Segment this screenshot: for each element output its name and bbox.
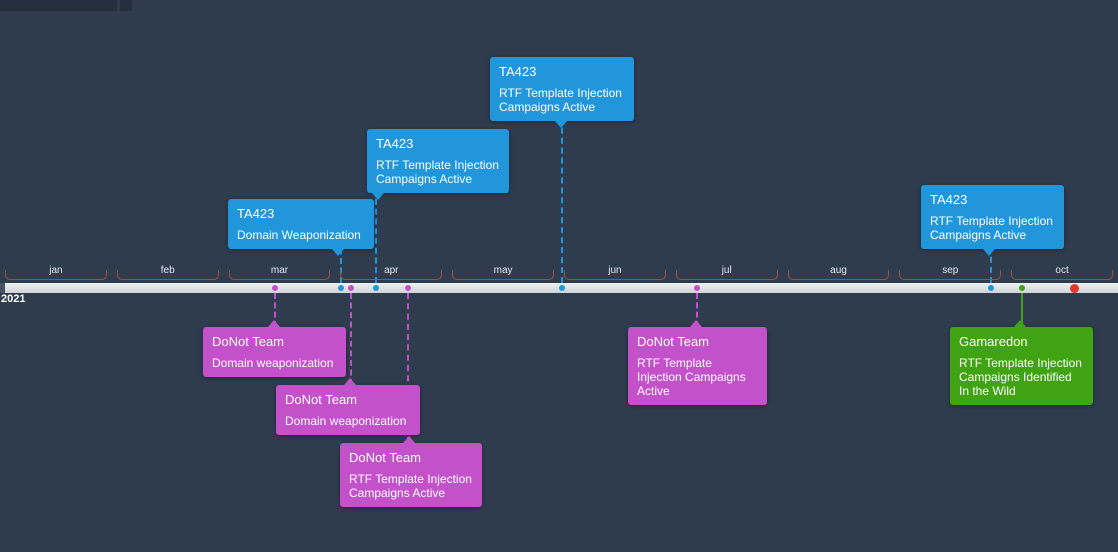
month-bracket (5, 270, 107, 280)
event-connector-line (375, 150, 377, 283)
event-axis-dot[interactable] (373, 285, 379, 291)
event-pointer-tail (555, 121, 567, 128)
month-cell-may: may (447, 260, 559, 281)
month-bracket (1011, 270, 1113, 280)
event-title: TA423 (237, 206, 275, 221)
month-label: mar (270, 265, 289, 276)
event-title: DoNot Team (285, 392, 358, 407)
month-bracket (787, 270, 890, 280)
year-start-tick (0, 283, 5, 293)
month-cell-apr: apr (335, 260, 447, 281)
month-label: sep (942, 265, 959, 276)
month-bracket (228, 270, 331, 280)
event-axis-dot[interactable] (988, 285, 994, 291)
event-title: TA423 (499, 64, 537, 79)
event-axis-dot[interactable] (338, 285, 344, 291)
event-description: Domain Weaponization (237, 228, 361, 242)
month-label: jan (49, 265, 63, 276)
month-cell-oct: oct (1006, 260, 1118, 281)
event-pointer-tail (983, 249, 995, 256)
event-pointer-tail (268, 320, 280, 327)
event-title: DoNot Team (349, 450, 422, 465)
month-bracket (340, 270, 443, 280)
month-label: oct (1055, 265, 1069, 276)
event-connector-line (350, 293, 352, 385)
event-axis-dot[interactable] (272, 285, 278, 291)
month-label: may (493, 265, 513, 276)
month-label: jun (608, 265, 622, 276)
event-pointer-tail (332, 249, 344, 256)
event-description: RTF Template Injection Campaigns Active (499, 86, 622, 114)
month-label: apr (384, 265, 399, 276)
event-axis-dot[interactable] (559, 285, 565, 291)
month-cell-mar: mar (224, 260, 336, 281)
month-bracket (564, 270, 666, 280)
month-label: aug (830, 265, 847, 276)
year-label: 2021 (1, 293, 26, 305)
event-connector-line (696, 293, 698, 327)
event-axis-dot[interactable] (1019, 285, 1025, 291)
event-description: Domain weaponization (212, 356, 334, 370)
current-date-marker (1070, 284, 1079, 293)
month-cell-jul: jul (671, 260, 783, 281)
event-description: RTF Template Injection Campaigns Active (349, 472, 472, 500)
event-pointer-tail (403, 436, 415, 443)
event-description: Domain weaponization (285, 414, 407, 428)
event-description: RTF Template Injection Campaigns Active (637, 356, 746, 398)
event-axis-dot[interactable] (694, 285, 700, 291)
month-label: feb (160, 265, 175, 276)
event-title: TA423 (930, 192, 968, 207)
month-cell-sep: sep (894, 260, 1006, 281)
month-cell-aug: aug (783, 260, 895, 281)
month-label: jul (721, 265, 732, 276)
event-description: RTF Template Injection Campaigns Identif… (959, 356, 1082, 398)
event-title: TA423 (376, 136, 414, 151)
event-axis-dot[interactable] (405, 285, 411, 291)
event-connector-line (407, 293, 409, 443)
top-left-panel-fragment (0, 0, 117, 11)
event-description: RTF Template Injection Campaigns Active (930, 214, 1053, 242)
month-cell-jun: jun (559, 260, 671, 281)
event-connector-line (274, 293, 276, 327)
event-description: RTF Template Injection Campaigns Active (376, 158, 499, 186)
event-connector-line (1021, 293, 1023, 327)
top-left-panel-fragment-small (120, 0, 132, 11)
month-cell-feb: feb (112, 260, 224, 281)
event-connector-line (561, 78, 563, 283)
month-cell-jan: jan (0, 260, 112, 281)
month-bracket (899, 270, 1002, 280)
event-title: DoNot Team (637, 334, 710, 349)
event-title: DoNot Team (212, 334, 285, 349)
event-pointer-tail (344, 378, 356, 385)
event-pointer-tail (690, 320, 702, 327)
month-bracket (675, 270, 778, 280)
month-bracket (116, 270, 219, 280)
event-pointer-tail (1014, 320, 1026, 327)
event-title: Gamaredon (959, 334, 1028, 349)
event-pointer-tail (372, 193, 384, 200)
month-bracket (452, 270, 554, 280)
event-axis-dot[interactable] (348, 285, 354, 291)
